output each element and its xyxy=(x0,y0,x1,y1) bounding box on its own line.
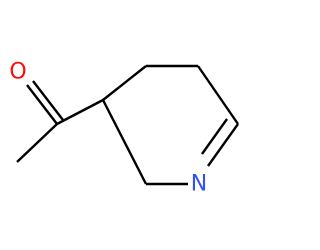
bond-methyl-carbonyl xyxy=(16,123,58,163)
molecule-drawing: O N xyxy=(9,60,239,197)
nitrogen-atom-label: N xyxy=(191,172,207,197)
oxygen-atom-label: O xyxy=(9,60,26,85)
bond-ring-c2-c3 xyxy=(101,99,148,185)
bond-ring-c5-c6 xyxy=(197,65,239,125)
bond-ring-c3-c4 xyxy=(102,65,147,101)
bond-ring-c6-n1-b xyxy=(201,118,228,155)
bond-carbonyl-oxygen-a xyxy=(26,84,58,125)
bond-carbonyl-oxygen-b xyxy=(32,80,64,121)
bond-carbonyl-ring xyxy=(56,98,104,126)
bond-ring-c6-n1-a xyxy=(207,123,239,167)
structure-canvas: O N xyxy=(9,60,239,197)
